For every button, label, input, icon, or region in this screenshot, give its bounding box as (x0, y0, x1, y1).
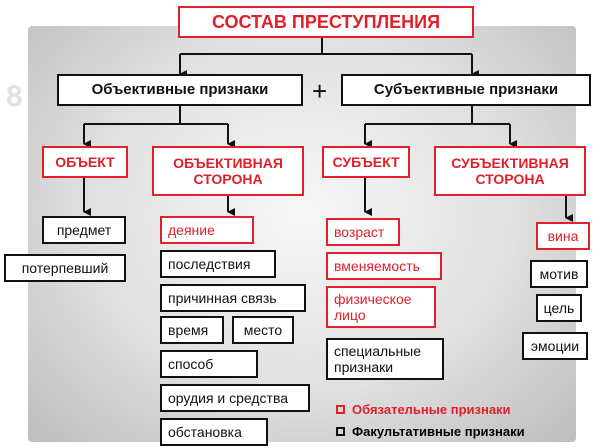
legend-required-label: Обязательные признаки (352, 402, 511, 417)
red-square-icon (336, 405, 345, 414)
subject-item-age: возраст (326, 218, 400, 246)
subjective-side-item-guilt: вина (536, 222, 590, 250)
objective-side-item-causality: причинная связь (160, 284, 306, 312)
objective-side-item-tools: орудия и средства (160, 384, 310, 412)
objective-side-box: ОБЪЕКТИВНАЯ СТОРОНА (152, 146, 304, 196)
page-title: СОСТАВ ПРЕСТУПЛЕНИЯ (178, 6, 474, 38)
subject-box: СУБЪЕКТ (322, 146, 410, 178)
subjective-side-item-emotions: эмоции (522, 332, 588, 360)
legend-optional-label: Факультативные признаки (352, 424, 525, 439)
objective-side-item-consequences: последствия (160, 250, 276, 278)
object-item-victim: потерпевший (4, 254, 126, 282)
object-item-subject-matter: предмет (42, 216, 126, 244)
subject-item-special-features: специальные признаки (326, 338, 444, 380)
subjective-side-item-goal: цель (536, 294, 582, 322)
objective-side-item-time: время (160, 316, 224, 344)
subjective-features-header: Субъективные признаки (341, 74, 591, 106)
subject-item-natural-person: физическое лицо (326, 286, 436, 328)
subject-item-sanity: вменяемость (326, 252, 442, 280)
subjective-side-item-motive: мотив (530, 260, 588, 288)
legend-required: Обязательные признаки (336, 402, 511, 417)
objective-side-item-method: способ (160, 350, 258, 378)
objective-side-item-setting: обстановка (160, 418, 268, 446)
objective-features-header: Объективные признаки (57, 74, 303, 106)
plus-sign: + (312, 76, 328, 106)
subjective-side-box: СУБЪЕКТИВНАЯ СТОРОНА (434, 146, 586, 196)
objective-side-item-place: место (232, 316, 294, 344)
black-square-icon (336, 427, 345, 436)
object-box: ОБЪЕКТ (42, 146, 128, 178)
legend-optional: Факультативные признаки (336, 424, 525, 439)
watermark: 8 (6, 80, 23, 113)
objective-side-item-act: деяние (160, 216, 254, 244)
